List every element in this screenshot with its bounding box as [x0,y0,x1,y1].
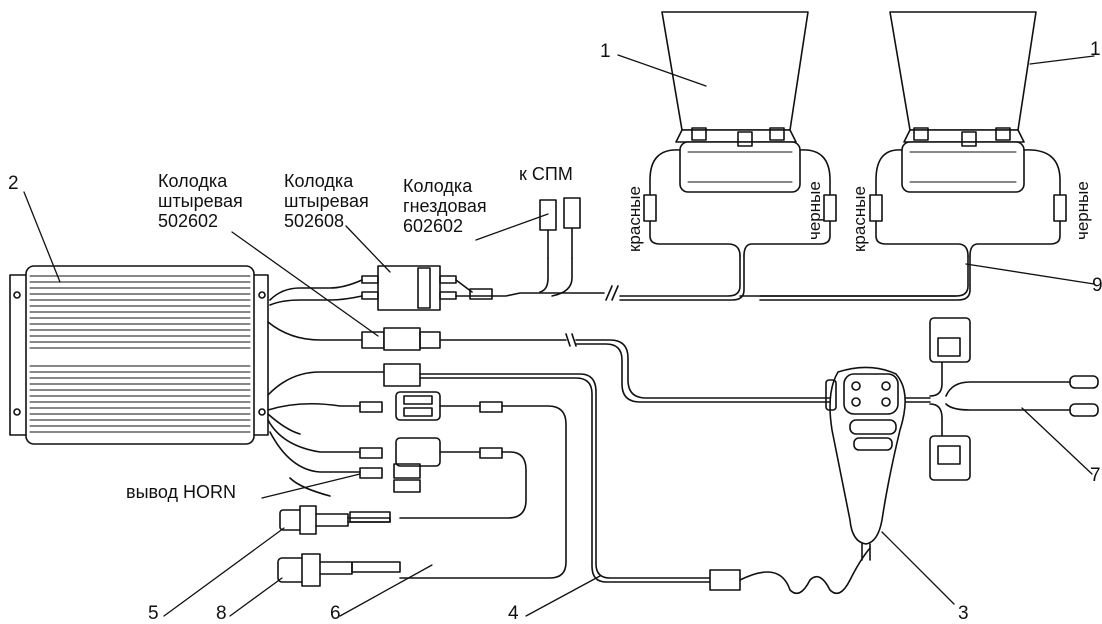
cable-7-harness [267,317,1099,481]
callout-4: 4 [508,603,519,624]
label-black-left: черные [805,181,824,240]
label-black-right: черные [1073,181,1092,240]
callout-9: 9 [1092,275,1102,296]
label-plug-502608: Колодка штыревая 502608 [284,171,369,231]
control-unit [9,265,269,445]
callout-5: 5 [148,603,159,624]
callout-2: 2 [8,173,19,194]
label-red-left: красные [625,186,644,252]
label-horn-output: вывод HORN [126,482,236,502]
switch-harness [267,391,567,579]
horn-speaker-left [643,11,837,257]
callout-1a: 1 [600,41,611,62]
callout-7: 7 [1090,465,1101,486]
microphone [825,366,906,561]
label-to-spm: к СПМ [519,164,573,184]
callout-1b: 1 [1090,39,1101,60]
horn-speaker-right [869,11,1067,257]
callout-8: 8 [216,603,227,624]
leader-lines [23,54,1095,617]
label-red-right: красные [850,186,869,252]
switch-5 [279,505,391,535]
switch-8 [277,553,401,587]
label-socket-602602: Колодка гнездовая 602602 [403,176,487,236]
label-plug-502602: Колодка штыревая 502602 [158,171,243,231]
speaker-harness [269,197,971,311]
callout-3: 3 [958,603,969,624]
cable-4-harness [267,363,871,595]
callout-6: 6 [330,603,341,624]
